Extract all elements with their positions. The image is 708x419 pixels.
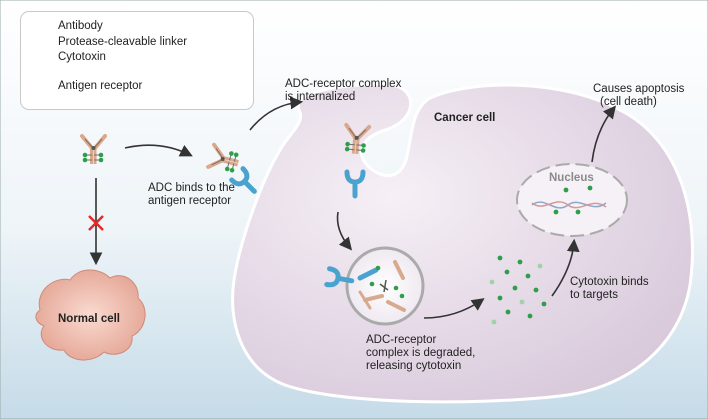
label-degraded-3: releasing cytotoxin	[366, 360, 462, 372]
nucleus	[516, 163, 628, 237]
label-internalized-2: is internalized	[285, 91, 356, 103]
legend-antibody: Antibody	[58, 20, 103, 32]
legend-linker: Protease-cleavable linker	[58, 36, 188, 48]
nucleus-cytotoxin	[553, 185, 593, 215]
label-cytotoxin-binds-1: Cytotoxin binds	[570, 276, 649, 288]
legend-cytotoxin: Cytotoxin	[58, 51, 106, 63]
label-apoptosis-1: Causes apoptosis	[593, 83, 685, 95]
label-nucleus: Nucleus	[549, 172, 594, 184]
label-cancer-cell: Cancer cell	[434, 112, 496, 124]
arrow-apoptosis	[591, 105, 617, 163]
label-normal-cell: Normal cell	[58, 313, 120, 325]
label-degraded-1: ADC-receptor	[366, 334, 437, 346]
arrow-internalized	[249, 96, 304, 131]
degraded-fragments	[357, 260, 406, 312]
arrow-to-nucleus	[551, 238, 580, 297]
released-cytotoxin	[489, 255, 547, 325]
label-internalized-1: ADC-receptor complex	[285, 78, 402, 90]
label-degraded-2: complex is degraded,	[366, 347, 476, 359]
normal-cell	[35, 269, 146, 361]
arrow-release	[423, 298, 485, 319]
label-apoptosis-2: (cell death)	[600, 96, 657, 108]
legend-antigen-receptor: Antigen receptor	[58, 80, 143, 92]
blocked-cross-icon	[88, 215, 104, 231]
arrow-to-receptor	[124, 144, 193, 157]
dna-strand-2	[531, 201, 607, 209]
label-cytotoxin-binds-2: to targets	[570, 289, 618, 301]
label-adc-binds-2: antigen receptor	[148, 195, 232, 207]
label-adc-binds-1: ADC binds to the	[148, 182, 235, 194]
arrow-to-vesicle	[336, 211, 353, 251]
legend-box	[20, 11, 254, 110]
